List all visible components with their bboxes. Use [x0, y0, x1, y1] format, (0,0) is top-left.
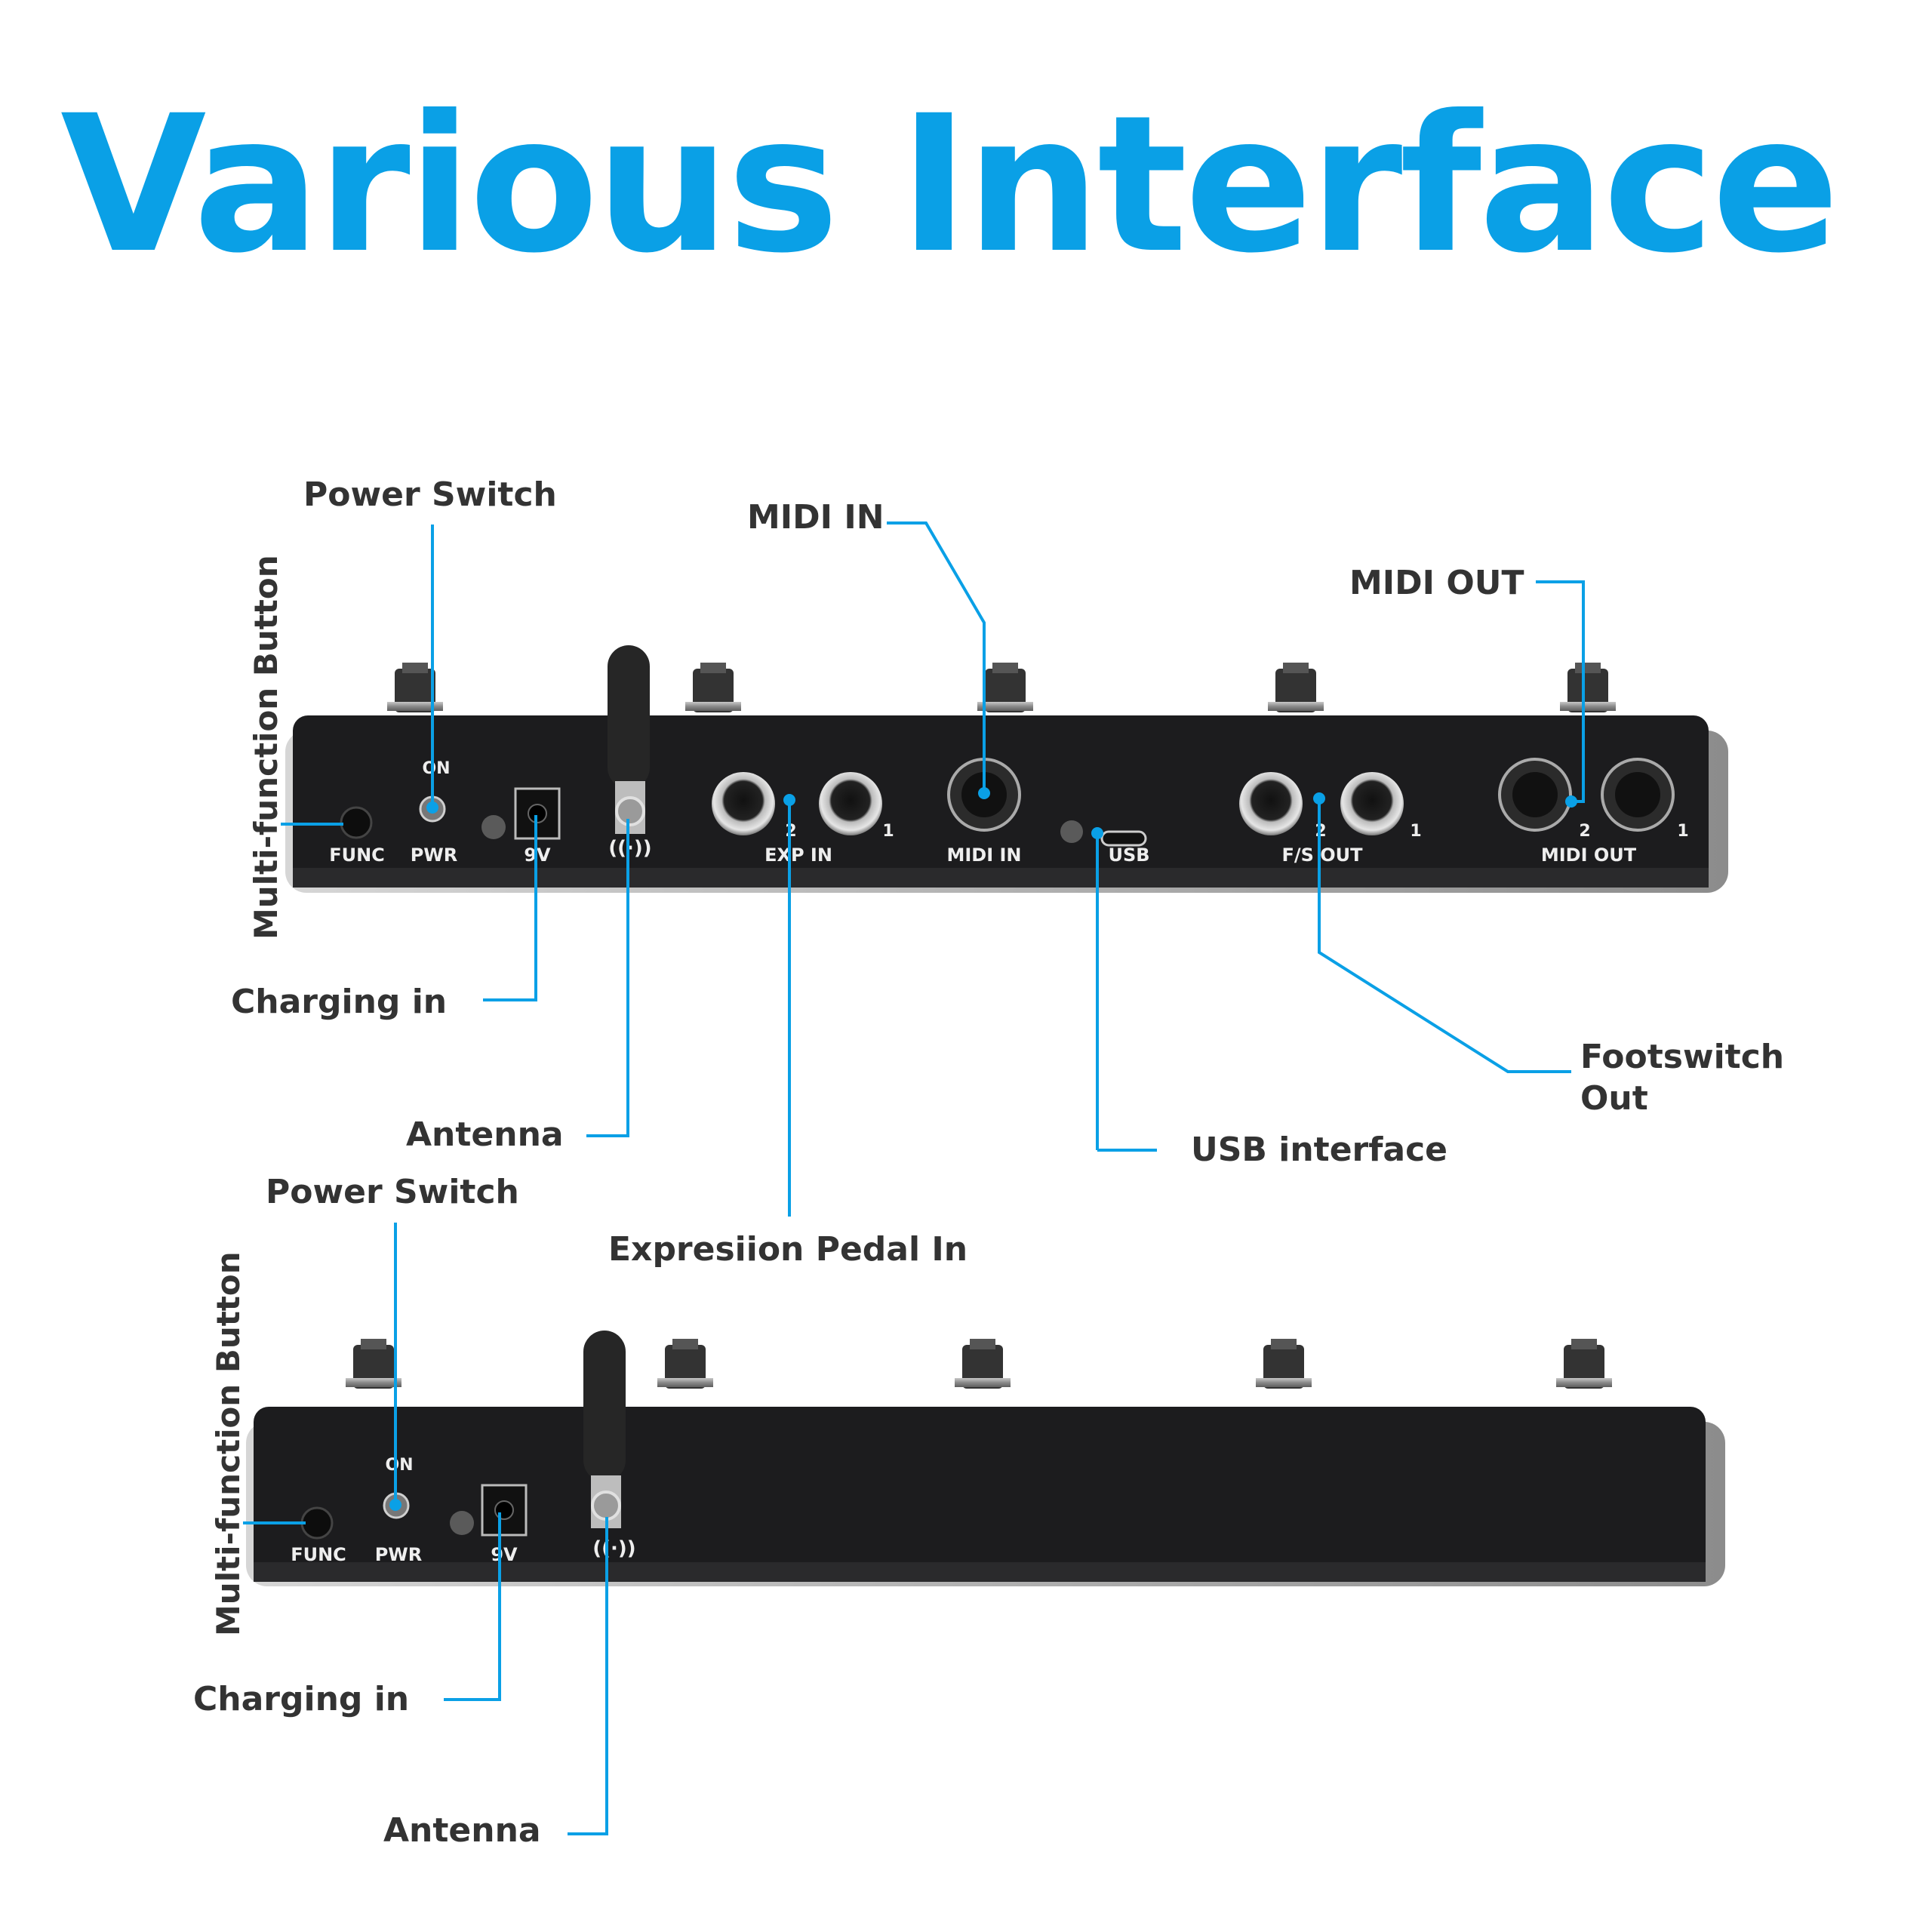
- footswitch-2: [657, 1339, 713, 1389]
- status-led: [481, 815, 506, 839]
- label-power-switch-bottom: Power Switch: [266, 1173, 519, 1211]
- exp-in-jack-1: [819, 772, 882, 835]
- panel-func: FUNC: [329, 844, 385, 866]
- footswitch-4: [1268, 663, 1324, 712]
- footswitch-1: [346, 1339, 401, 1389]
- panel-midi-out: MIDI OUT: [1541, 844, 1637, 866]
- panel-midi-out-1: 1: [1677, 822, 1688, 841]
- page-title: Various Interface: [60, 75, 1840, 294]
- panel-fs-out: F/S OUT: [1281, 844, 1363, 866]
- footswitch-3: [955, 1339, 1011, 1389]
- antenna: [583, 1331, 626, 1481]
- footswitch-5: [1560, 663, 1616, 712]
- fs-out-jack-2: [1239, 772, 1303, 835]
- fs-out-jack-1: [1340, 772, 1404, 835]
- func-button[interactable]: [340, 806, 373, 839]
- bottom-callout-lines: [243, 1223, 608, 1835]
- label-footswitch-out-line2: Out: [1580, 1079, 1648, 1118]
- panel-midi-in: MIDI IN: [946, 844, 1021, 866]
- panel-exp-1: 1: [882, 822, 894, 841]
- usb-led: [1060, 820, 1083, 843]
- label-antenna-bottom: Antenna: [383, 1811, 541, 1850]
- footswitch-5: [1556, 1339, 1612, 1389]
- label-footswitch-out-line1: Footswitch: [1580, 1038, 1785, 1076]
- panel-pwr: PWR: [411, 844, 458, 866]
- label-charging-in: Charging in: [231, 983, 448, 1021]
- func-button[interactable]: [300, 1506, 334, 1540]
- panel-pwr: PWR: [375, 1544, 423, 1565]
- footswitch-3: [977, 663, 1033, 712]
- status-led: [450, 1511, 474, 1535]
- exp-in-jack-2: [712, 772, 775, 835]
- panel-fs-1: 1: [1410, 822, 1421, 841]
- usb-c-port: [1100, 830, 1147, 847]
- label-multi-function-button-bottom: Multi-function Button: [210, 1251, 247, 1636]
- top-callout-dots: [426, 787, 1577, 839]
- bottom-device: ((·)) ON FUNC PWR 9V: [246, 1331, 1725, 1586]
- panel-on: ON: [422, 759, 450, 778]
- panel-midi-out-2: 2: [1579, 822, 1590, 841]
- antenna: [608, 645, 650, 789]
- label-antenna: Antenna: [406, 1115, 564, 1154]
- label-multi-function-button: Multi-function Button: [248, 555, 285, 940]
- panel-on: ON: [385, 1456, 413, 1475]
- svg-text:((·)): ((·)): [608, 837, 651, 860]
- bottom-chassis: [254, 1407, 1706, 1579]
- label-midi-in: MIDI IN: [747, 498, 884, 537]
- panel-func: FUNC: [291, 1544, 346, 1565]
- footswitch-1: [387, 663, 443, 712]
- panel-9v: 9V: [491, 1544, 518, 1565]
- label-midi-out: MIDI OUT: [1349, 564, 1524, 602]
- label-expression-pedal-in: Expresiion Pedal In: [608, 1230, 968, 1269]
- svg-text:((·)): ((·)): [592, 1537, 635, 1560]
- label-footswitch-out: Footswitch Out: [1580, 1036, 1784, 1119]
- bottom-footswitches: [346, 1339, 1612, 1389]
- footswitch-4: [1256, 1339, 1312, 1389]
- label-usb-interface: USB interface: [1191, 1131, 1448, 1169]
- footswitch-2: [685, 663, 741, 712]
- label-charging-in-bottom: Charging in: [193, 1680, 410, 1718]
- panel-exp-in: EXP IN: [764, 844, 832, 866]
- bottom-callout-dots: [389, 1499, 401, 1511]
- top-device: ((·)) ON FUNC PWR 9V 2 1 EXP IN: [285, 645, 1728, 893]
- label-power-switch: Power Switch: [303, 475, 557, 514]
- top-footswitches: [387, 663, 1616, 712]
- panel-usb: USB: [1108, 844, 1149, 866]
- panel-9v: 9V: [524, 844, 551, 866]
